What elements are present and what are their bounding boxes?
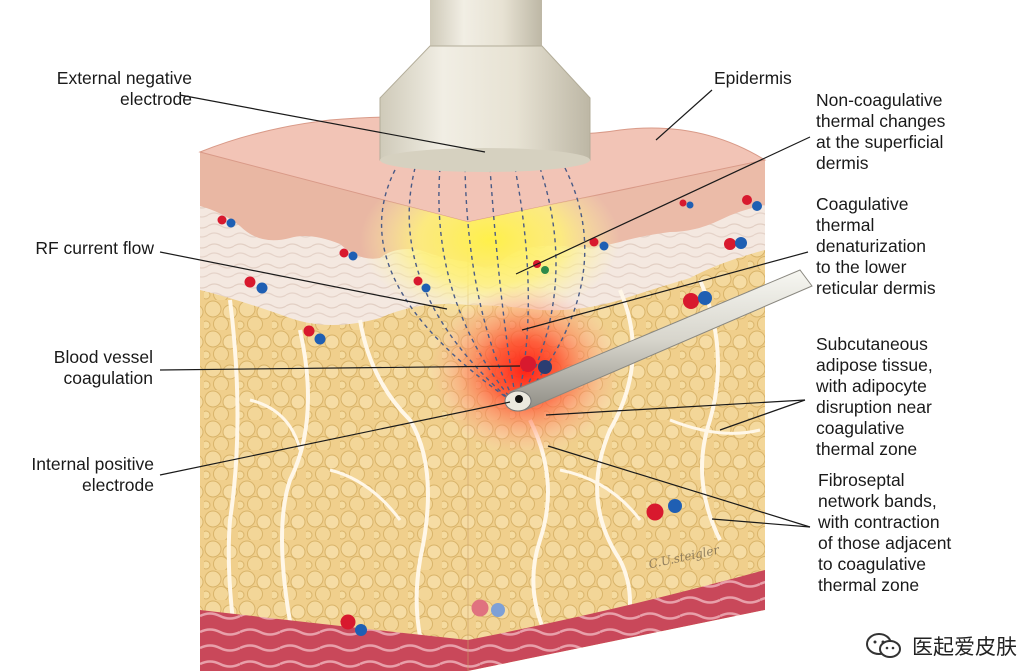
rf-current-lines <box>380 167 586 401</box>
leader-lines <box>159 89 811 528</box>
label-blood-vessel-coagulation: Blood vessel coagulation <box>53 347 153 388</box>
blood-vessels <box>217 195 762 636</box>
external-electrode <box>379 0 591 172</box>
wechat-icon <box>866 633 901 658</box>
label-subcutaneous: Subcutaneous adipose tissue, with adipoc… <box>816 334 933 459</box>
label-external-negative-electrode: External negative electrode <box>56 68 192 109</box>
label-internal-positive-electrode: Internal positive electrode <box>31 454 154 495</box>
label-coagulative: Coagulative thermal denaturization to th… <box>816 194 936 298</box>
watermark-text: 医起爱皮肤 <box>912 635 1017 659</box>
label-non-coagulative: Non-coagulative thermal changes at the s… <box>816 90 946 173</box>
label-fibroseptal: Fibroseptal network bands, with contract… <box>818 470 952 595</box>
label-epidermis: Epidermis <box>714 68 792 88</box>
watermark: 医起爱皮肤 <box>864 631 1017 661</box>
label-rf-current-flow: RF current flow <box>35 238 154 258</box>
internal-electrode <box>504 269 813 412</box>
